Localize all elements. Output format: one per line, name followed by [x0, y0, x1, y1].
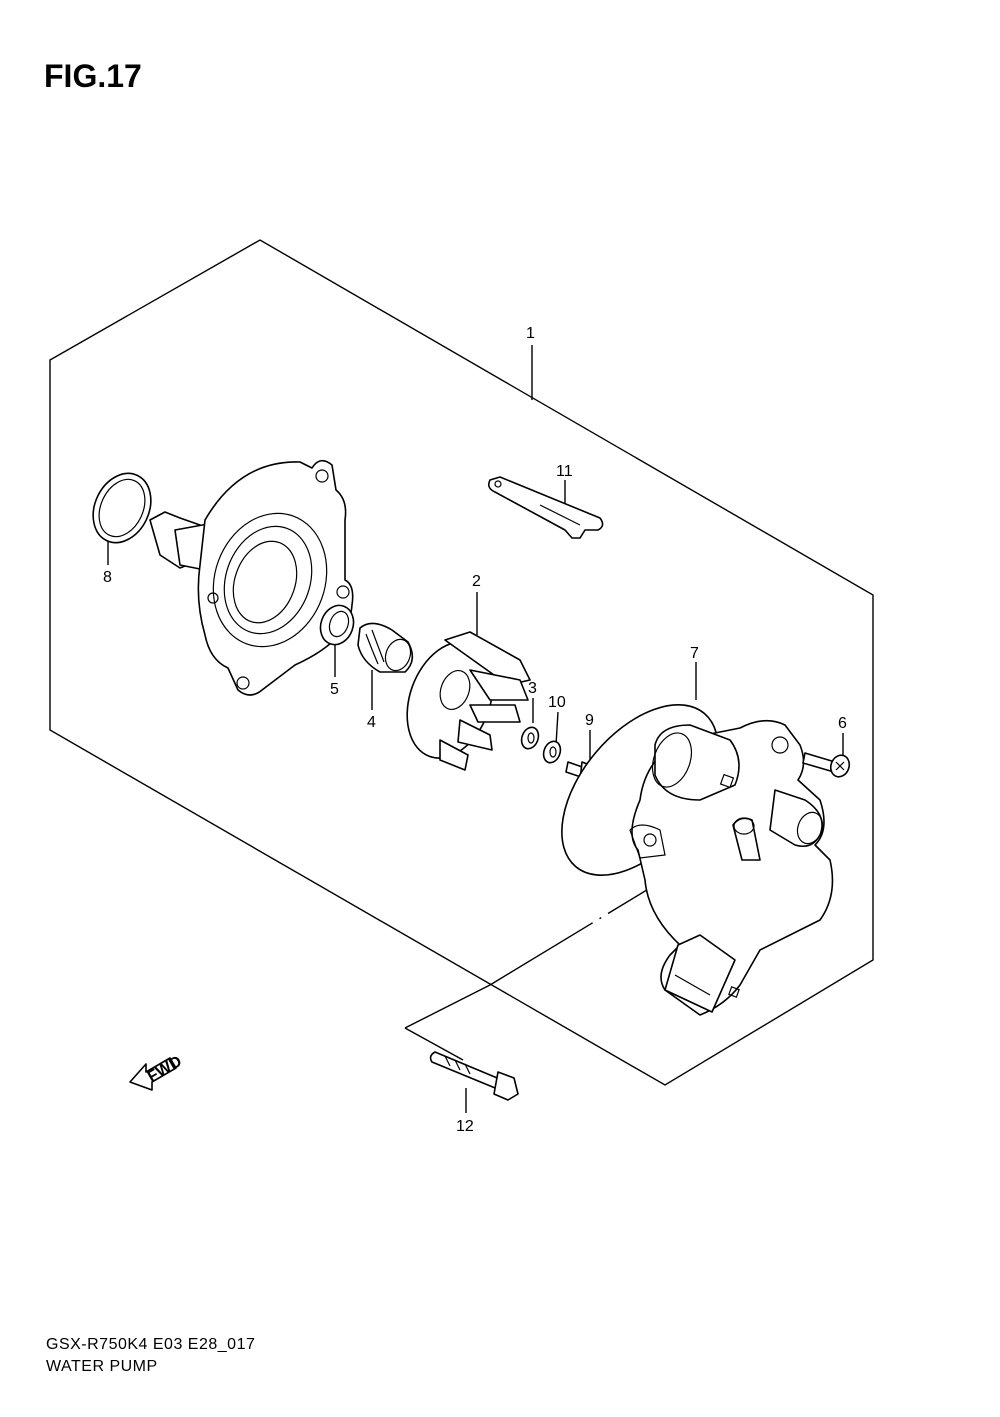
callout-9: 9: [585, 712, 594, 729]
cover-bolt: [802, 752, 851, 778]
callout-12: 12: [456, 1118, 474, 1135]
callout-8: 8: [103, 569, 112, 586]
diagram-name: WATER PUMP: [46, 1358, 158, 1375]
callout-4: 4: [367, 714, 376, 731]
water-pump-body: [629, 719, 834, 1016]
fwd-label: FWD: [145, 1053, 185, 1086]
oil-seal: [319, 604, 355, 646]
callout-5: 5: [330, 681, 339, 698]
washer: [520, 726, 540, 750]
leader-lines: [107, 345, 844, 1113]
assembly-boundary: [49, 239, 874, 1086]
callout-2: 2: [472, 573, 481, 590]
callout-6: 6: [838, 715, 847, 732]
callout-3: 3: [528, 680, 537, 697]
pump-mounting-bolt: [429, 1051, 519, 1101]
callout-11: 11: [556, 463, 573, 480]
callout-labels: 1 2 3 4 5 6 7 8 9 10 11 12: [103, 325, 847, 1135]
figure-title: FIG.17: [44, 58, 142, 94]
gasket-washer: [542, 740, 562, 764]
hose-clamp: [488, 476, 604, 539]
forward-direction-arrow: FWD: [129, 1053, 185, 1091]
pump-case-cover: [149, 459, 354, 696]
callout-1: 1: [526, 325, 535, 342]
model-code: GSX-R750K4 E03 E28_017: [46, 1336, 256, 1353]
callout-7: 7: [690, 645, 699, 662]
o-ring: [92, 472, 152, 544]
callout-10: 10: [548, 694, 566, 711]
mechanical-seal: [357, 622, 414, 673]
impeller: [406, 631, 531, 771]
